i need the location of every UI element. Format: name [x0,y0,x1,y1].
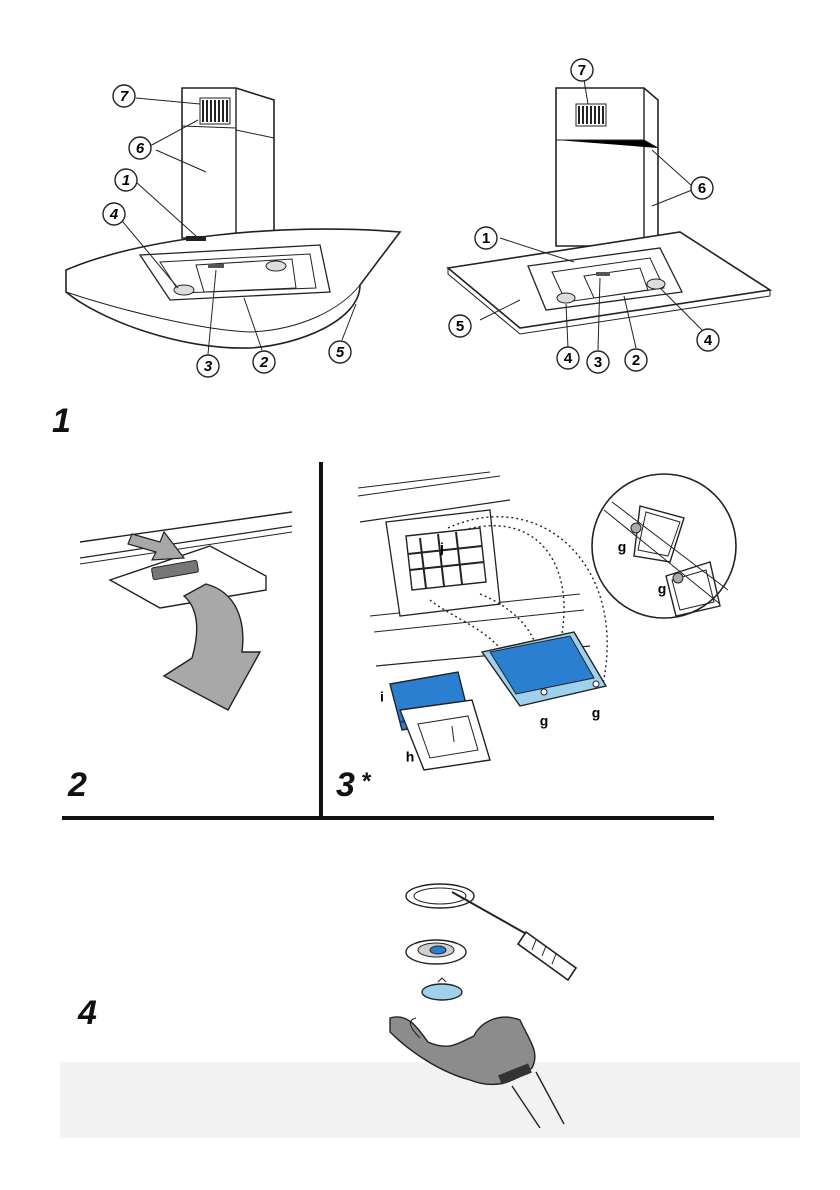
callout-2: 2 [253,351,275,373]
label-i: i [380,689,384,705]
callout-4: 4 [557,347,579,369]
filter-grid [406,528,486,590]
figure-2-remove-grease-filter [60,480,310,740]
callout-4: 4 [697,329,719,351]
label-g: g [592,705,601,721]
svg-text:7: 7 [120,88,129,105]
asterisk-mark: * [362,768,371,796]
figure-number-2: 2 [68,766,87,805]
svg-text:2: 2 [259,354,269,371]
figure-number-3: 3 [336,766,355,805]
callout-6: 6 [691,177,713,199]
figure-4-lamp-replacement [380,872,600,1128]
callout-5: 5 [449,315,471,337]
figure-1-hood-illustrations: 7 6 1 4 3 2 5 [0,40,840,400]
vent-grille [576,104,606,126]
label-g: g [540,713,549,729]
callout-1: 1 [475,227,497,249]
carbon-filter-right [482,632,606,706]
callout-5: 5 [329,341,351,363]
callout-7: 7 [113,85,135,107]
callout-4: 4 [103,203,125,225]
horizontal-divider [62,816,714,820]
callout-6: 6 [129,137,151,159]
callout-7: 7 [571,59,593,81]
vent-grille [200,98,230,124]
svg-text:4: 4 [109,206,119,223]
label-j: j [439,540,444,556]
glove-hand-icon [390,1017,564,1128]
callout-3: 3 [197,355,219,377]
svg-text:1: 1 [482,230,490,247]
flat-glass-hood: 7 6 1 5 4 3 2 [448,59,770,373]
callout-3: 3 [587,351,609,373]
svg-text:4: 4 [704,332,713,349]
figure-number-1: 1 [52,402,71,441]
svg-text:4: 4 [564,350,573,367]
figure-3-carbon-filter-install: j g g i h [340,466,740,786]
svg-text:3: 3 [594,354,602,371]
svg-text:5: 5 [456,318,464,335]
label-g: g [658,581,667,597]
svg-text:1: 1 [122,172,130,189]
label-h: h [406,749,415,765]
callout-1: 1 [115,169,137,191]
curved-glass-hood: 7 6 1 4 3 2 5 [66,85,400,377]
callout-2: 2 [625,349,647,371]
label-g: g [618,539,627,555]
svg-text:7: 7 [578,62,586,79]
svg-text:6: 6 [136,140,145,157]
vertical-divider [319,462,323,818]
svg-text:5: 5 [336,344,345,361]
figure-number-4: 4 [78,994,97,1033]
svg-text:6: 6 [698,180,706,197]
svg-text:2: 2 [632,352,640,369]
svg-text:3: 3 [204,358,213,375]
screwdriver-icon [452,892,576,980]
